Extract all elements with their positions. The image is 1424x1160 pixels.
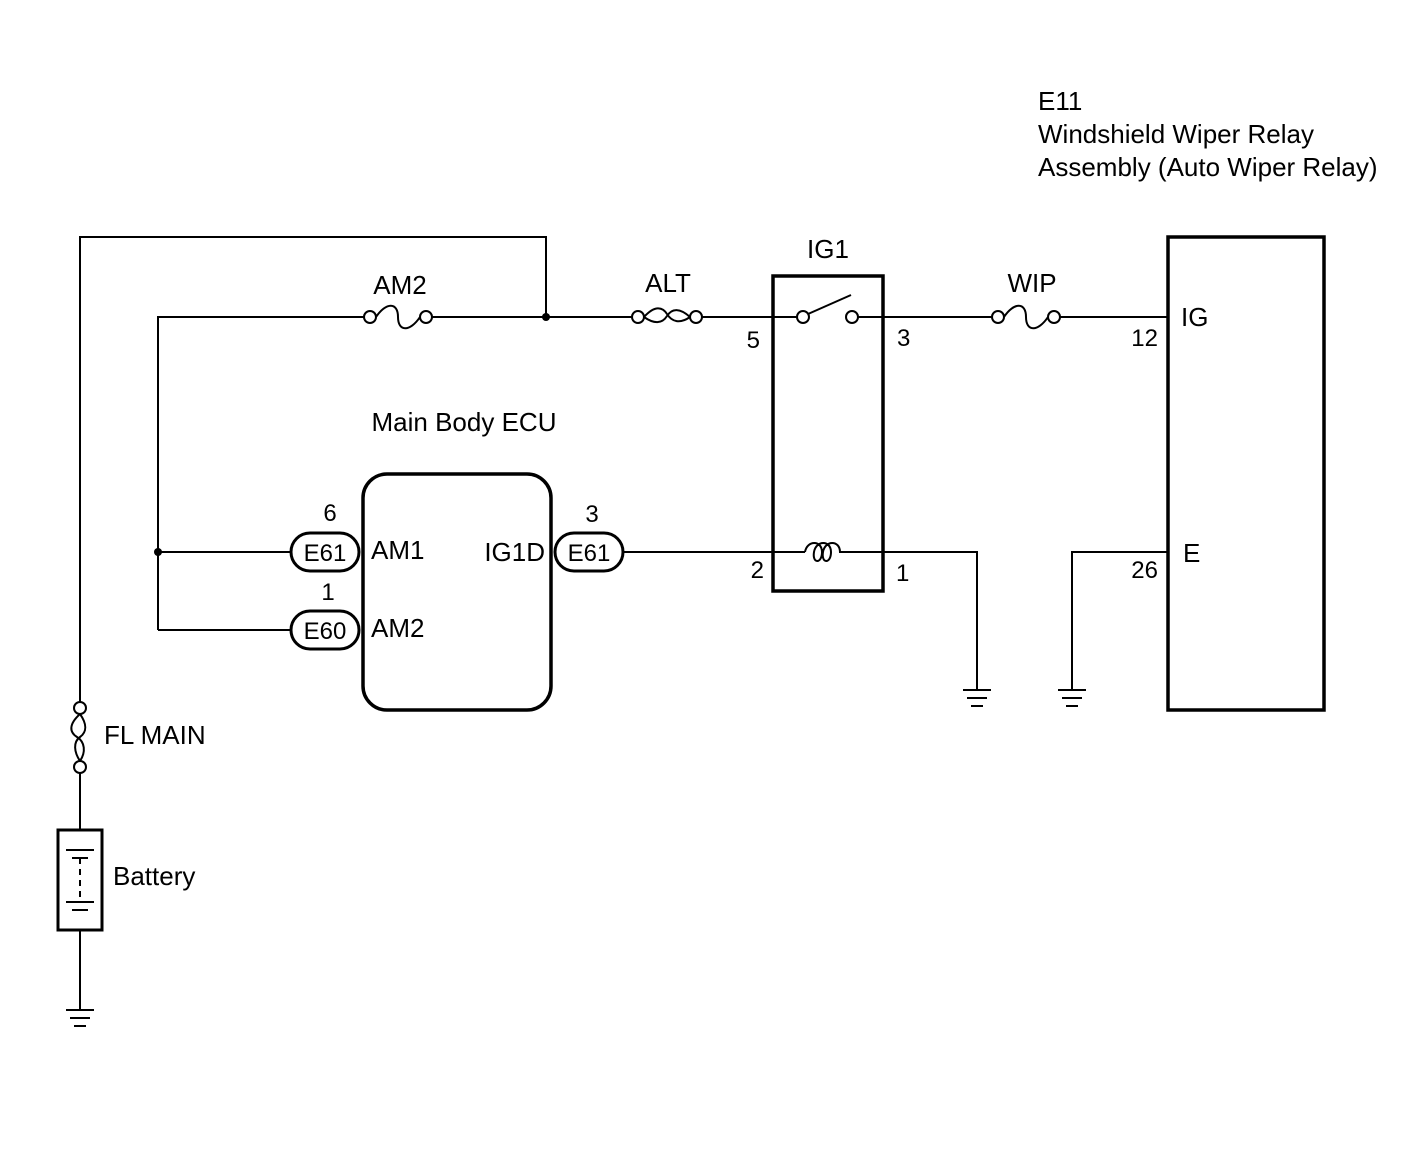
connector-e61-ig1d	[553, 531, 625, 573]
ground-icon	[963, 689, 991, 707]
ecu-ig1d-pin: 3	[585, 501, 598, 528]
ig1-pin-2: 2	[751, 557, 764, 584]
e11-code: E11	[1038, 86, 1082, 116]
fl-main-fuse-icon	[70, 701, 87, 774]
wires	[79, 236, 1168, 1010]
ig1-pin-1: 1	[896, 560, 909, 587]
ecu-am2-pin: 1	[321, 579, 334, 606]
connector-e60-am2-label: E60	[304, 618, 347, 645]
ecu-am1-label: AM1	[371, 535, 424, 565]
connector-e61-am1-label: E61	[304, 540, 347, 567]
fl-main-fuse-label: FL MAIN	[104, 720, 206, 750]
e11-relay-box	[1166, 235, 1326, 712]
connector-e61-am1	[289, 531, 361, 573]
e11-e-label: E	[1183, 538, 1200, 568]
ecu-am1-pin: 6	[323, 500, 336, 527]
am2-fuse-icon	[363, 304, 433, 330]
ecu-ig1d-label: IG1D	[484, 537, 545, 567]
e11-ig-label: IG	[1181, 302, 1208, 332]
ecu-label: Main Body ECU	[372, 407, 557, 437]
am2-fuse-label: AM2	[373, 270, 426, 300]
e11-e-pin: 26	[1131, 557, 1158, 584]
wip-fuse-label: WIP	[1007, 268, 1056, 298]
junction-dot	[154, 548, 162, 556]
wip-fuse-icon	[991, 304, 1061, 330]
e11-name-line1: Windshield Wiper Relay	[1038, 119, 1314, 149]
ig1-pin-5: 5	[747, 327, 760, 354]
e11-name-line2: Assembly (Auto Wiper Relay)	[1038, 152, 1378, 182]
junction-dot	[542, 313, 550, 321]
alt-fuse-icon	[631, 307, 703, 324]
ig1-relay-box	[771, 274, 885, 593]
battery-icon	[56, 828, 104, 932]
battery-label: Battery	[113, 861, 195, 891]
connector-e61-ig1d-label: E61	[568, 540, 611, 567]
alt-fuse-label: ALT	[645, 268, 691, 298]
ig1-relay-label: IG1	[807, 234, 849, 264]
ig1-pin-3: 3	[897, 325, 910, 352]
relay-coil-icon	[804, 542, 850, 562]
connector-e60-am2	[289, 609, 361, 651]
ground-icon	[66, 1009, 94, 1027]
relay-switch-icon	[796, 294, 859, 324]
e11-ig-pin: 12	[1131, 325, 1158, 352]
ground-icon	[1058, 689, 1086, 707]
ecu-box	[361, 472, 553, 712]
ecu-am2-label: AM2	[371, 613, 424, 643]
